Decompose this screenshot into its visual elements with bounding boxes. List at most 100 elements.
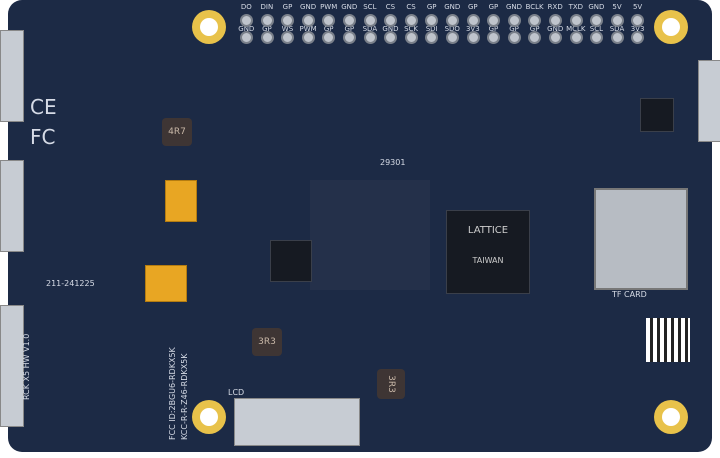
fpga-brand: LATTICE — [467, 225, 509, 236]
pin-label: 3V3 — [630, 25, 645, 33]
pin-label: SDI — [425, 25, 438, 33]
pin-label: SDA — [609, 25, 625, 33]
kcc-id: KCC-R-R-Z46-RDKX5K — [180, 353, 189, 440]
pin-label: CS — [406, 3, 416, 11]
header-pin — [260, 14, 274, 27]
header-pin — [528, 31, 542, 44]
board-version: RCK X5 HW V1.0 — [22, 333, 31, 400]
header-pin — [631, 14, 645, 27]
pin-label: GND — [382, 25, 399, 33]
header-pin — [528, 14, 542, 27]
header-pin — [363, 14, 377, 27]
fpga-origin: TAIWAN — [472, 256, 504, 265]
header-pin — [590, 14, 604, 27]
header-pin — [590, 31, 604, 44]
usb-port — [0, 30, 24, 122]
pin-label: SDA — [362, 25, 378, 33]
header-pin — [404, 14, 418, 27]
header-pin — [445, 31, 459, 44]
header-pin — [301, 14, 315, 27]
pin-label: GND — [588, 3, 605, 11]
pin-label: GP — [262, 25, 272, 33]
fc-mark: FC — [30, 125, 56, 149]
pin-label: 5V — [612, 3, 622, 11]
pin-label: GP — [529, 25, 540, 33]
fcc-id: FCC ID:2BGU6-RDKX5K — [168, 347, 177, 440]
fpga-chip: LATTICE TAIWAN — [446, 210, 530, 294]
inductor: 3R3 — [377, 369, 405, 399]
cert-number: 211-241225 — [46, 279, 95, 288]
usb-port-right — [698, 60, 720, 142]
marking: 29301 — [380, 158, 406, 167]
gpio-header — [240, 14, 652, 44]
pin-label: GP — [488, 3, 499, 11]
pin-label: 5V — [632, 3, 643, 11]
pin-label: SDO — [444, 25, 460, 33]
pin-label: GND — [341, 3, 358, 11]
header-pin — [342, 14, 356, 27]
header-pin — [569, 31, 583, 44]
header-pin — [322, 14, 336, 27]
pin-label: GP — [344, 25, 355, 33]
mounting-hole — [192, 400, 226, 434]
ethernet-port — [0, 305, 24, 427]
header-pin — [425, 14, 439, 27]
header-pin — [404, 31, 418, 44]
usb-port — [0, 160, 24, 252]
tf-card-slot — [594, 188, 688, 290]
ic-chip — [640, 98, 674, 132]
capacitor — [145, 265, 187, 302]
header-pin — [466, 14, 480, 27]
header-pin — [466, 31, 480, 44]
mounting-hole — [654, 10, 688, 44]
header-pin — [548, 14, 562, 27]
header-pin — [631, 31, 645, 44]
header-pin — [487, 31, 501, 44]
pin-label: MCLK — [566, 25, 586, 33]
header-pin — [342, 31, 356, 44]
header-pin — [322, 31, 336, 44]
header-pin — [610, 14, 624, 27]
pin-label: SCK — [404, 25, 418, 33]
pin-label: BCLK — [525, 3, 544, 11]
capacitor — [165, 180, 197, 222]
pin-label: SCL — [589, 25, 603, 33]
ic-chip — [270, 240, 312, 282]
header-pin — [384, 14, 398, 27]
header-pin — [487, 14, 501, 27]
pin-label: GND — [444, 3, 461, 11]
pin-label: GP — [509, 25, 519, 33]
pin-label: PWM — [299, 25, 317, 33]
pin-label: GND — [505, 3, 523, 11]
pin-label: WS — [281, 25, 294, 33]
pin-label: GP — [426, 3, 437, 11]
pin-label: GND — [300, 3, 317, 11]
pin-label: GND — [547, 25, 564, 33]
header-pin — [425, 31, 439, 44]
pin-label: GND — [238, 25, 255, 33]
pin-label: TXD — [568, 3, 584, 11]
mounting-hole — [654, 400, 688, 434]
header-pin — [610, 31, 624, 44]
header-pin — [240, 31, 253, 44]
inductor: 4R7 — [162, 118, 192, 146]
header-pin — [363, 31, 377, 44]
header-pin — [507, 31, 521, 44]
header-pin — [507, 14, 521, 27]
pin-label: RXD — [547, 3, 563, 11]
pin-label: CS — [385, 3, 396, 11]
pin-label: GP — [468, 3, 478, 11]
lcd-connector — [234, 398, 360, 446]
header-pin — [281, 14, 295, 27]
pin-label: DIN — [260, 3, 274, 11]
header-pin — [548, 31, 562, 44]
header-pin — [240, 14, 253, 27]
pin-label: GP — [488, 25, 499, 33]
tf-card-label: TF CARD — [612, 290, 647, 299]
lcd-label: LCD — [228, 388, 245, 397]
pin-label: GP — [323, 25, 334, 33]
pin-label: PWM — [320, 3, 338, 11]
mounting-hole — [192, 10, 226, 44]
